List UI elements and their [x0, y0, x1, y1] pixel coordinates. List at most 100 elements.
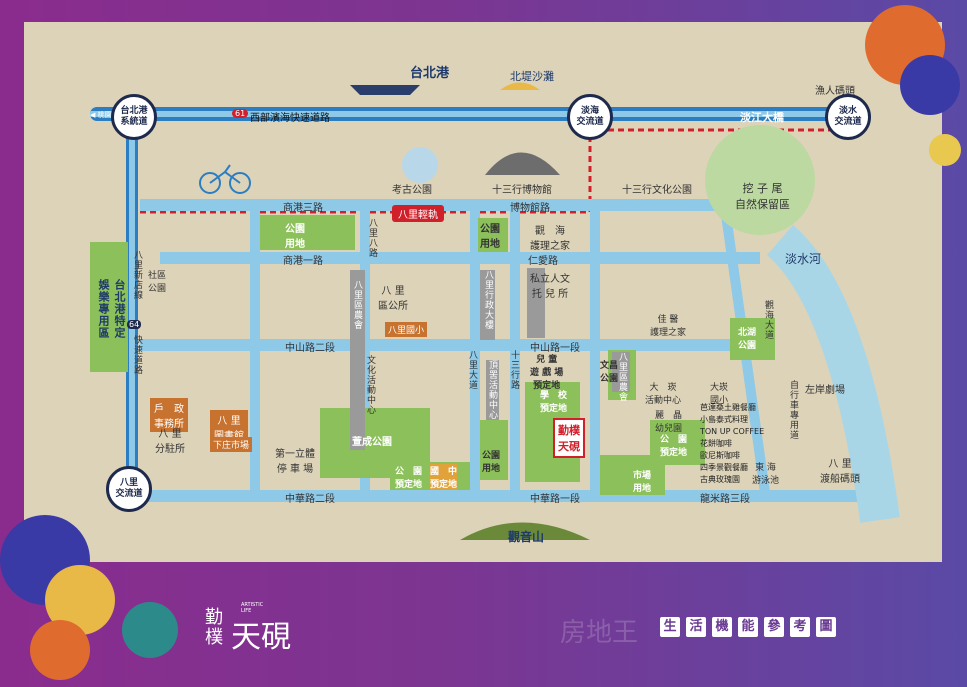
road-xingzheng-label: 八里行政大樓	[483, 270, 493, 330]
park-2	[478, 218, 508, 252]
fisherman-label: 漁人碼頭	[815, 86, 855, 97]
restaurant-item: 小島泰式料理	[700, 415, 748, 424]
restaurant-item: 花餅咖啡	[700, 439, 732, 448]
route-64-badge: 64	[127, 320, 142, 329]
tamsui-river	[766, 224, 900, 523]
park-1	[260, 215, 355, 250]
footer-char: 機	[712, 617, 732, 637]
road-shisanhang-label: 十三行路	[509, 350, 519, 390]
sandbar	[500, 82, 540, 90]
port-zone-block	[90, 242, 128, 372]
household-office-label: 戶 政 事務所	[150, 398, 188, 432]
police-label: 八 里 分駐所	[155, 429, 185, 455]
left-bank-label: 左岸劇場	[805, 385, 845, 396]
footer-char: 參	[764, 617, 784, 637]
kindergarten-label: 私立人文 托 兒 所	[530, 274, 570, 300]
road-shangang-1-label: 商港一路	[283, 256, 323, 267]
children-park-label: 兒 童 遊 戲 場 預定地	[530, 355, 564, 391]
restaurant-list: 芭達桑土雞餐廳 小島泰式料理 TON UP COFFEE 花餅咖啡 歐尼斯咖啡 …	[700, 402, 764, 486]
park-plan-label: 公 園 預定地	[395, 467, 423, 490]
farmers-2-label: 八里區農會	[617, 352, 627, 402]
road-shangang-3-label: 商港三路	[283, 203, 323, 214]
road-bali-xindian-label: 八里新店線	[132, 250, 142, 300]
cultural-center-label: 文化活動中心	[365, 355, 375, 415]
market-land-label: 市場 用地	[633, 471, 652, 494]
beiliu-label: 北堤沙灘	[510, 70, 554, 83]
bali-elementary-label: 八里國小	[385, 322, 428, 337]
guanhai-home-label: 觀 海 護理之家	[530, 226, 570, 252]
wazi-wei-label: 挖 子 尾 自然保留區	[735, 182, 790, 211]
museum-icon	[485, 152, 560, 175]
brand-sub: ARTISTIC LIFE	[241, 602, 264, 614]
footer-char: 活	[686, 617, 706, 637]
middle-school-label: 國 中 預定地	[430, 464, 458, 490]
restaurant-item: 四季景觀餐廳	[700, 463, 748, 472]
restaurant-item: TON UP COFFEE	[700, 427, 765, 436]
shancheng-park-label: 萱成公園	[352, 437, 392, 448]
park-2-label: 公園 用地	[480, 224, 500, 250]
park-land3-label: 公園 用地	[482, 451, 501, 474]
guanyin-mountain-icon	[460, 522, 590, 540]
footer-char: 考	[790, 617, 810, 637]
community-park-label: 社區 公園	[148, 271, 167, 294]
road-renai-label: 仁愛路	[528, 256, 558, 267]
road-shangang-3	[140, 199, 750, 211]
brand-main: 天硯	[231, 620, 291, 655]
pool-label: 東 海 游泳池	[752, 463, 780, 486]
restaurant-item: 芭達桑土雞餐廳	[700, 403, 756, 412]
wazi-wei-circle	[705, 125, 815, 235]
danjiang-bridge-label: 淡江大橋	[740, 111, 784, 124]
road-zhongshan	[140, 339, 740, 351]
restaurant-item: 歐尼斯咖啡	[700, 451, 740, 460]
park-plan2-label: 公 園 預定地	[660, 435, 688, 458]
danhai-interchange-node: 淡海 交流道	[567, 94, 613, 140]
kindergarten-2-label: 麗 晶 幼兒園	[655, 411, 683, 434]
wenchang-park-label: 文昌 公園	[600, 361, 619, 384]
road-shangang-1	[160, 252, 760, 264]
beihu-park-label: 北湖 公園	[738, 328, 757, 351]
guanyin-label: 觀音山	[508, 530, 545, 544]
park-dome-icon	[402, 147, 438, 183]
culture-park-label: 十三行文化公園	[622, 185, 692, 196]
brand-char-1: 勤	[205, 607, 223, 628]
highway-61-label: 西部濱海快速道路	[250, 113, 330, 124]
dakan-school-label: 大崁 國小	[710, 383, 729, 406]
road-zhonghua-2-label: 中華路二段	[285, 494, 335, 505]
footer-char: 圖	[816, 617, 836, 637]
cargo-ship	[350, 85, 420, 95]
parking-label: 第一立體 停 車 場	[275, 449, 315, 475]
taoyuan-label: ◀ 桃園	[90, 111, 112, 119]
project-location-badge: 勤樸 天硯	[553, 418, 585, 458]
port-zone-label: 台北港特定 娛樂專用區	[97, 279, 126, 339]
farmers-assoc-label: 八里區農會	[352, 280, 362, 330]
road-dadao-label: 八里大道	[467, 350, 477, 390]
footer-title: 生 活 機 能 參 考 圖	[660, 617, 836, 637]
dakan-center-label: 大 崁 活動中心	[645, 383, 682, 406]
road-bali-8-label: 八里八路	[367, 218, 377, 258]
market-label: 下庄市場	[210, 437, 253, 452]
taipei-port-system-node: 台北港 系統道	[111, 94, 157, 140]
light-rail-label: 八里輕軌	[392, 205, 444, 222]
taipei-port-label: 台北港	[410, 66, 450, 81]
dingqi-center-label: 頂罟活動中心	[486, 360, 499, 420]
road-zhonghua-1-label: 中華路一段	[530, 494, 580, 505]
jiali-home-label: 佳 醫 護理之家	[650, 315, 687, 338]
bali-ferry-label: 八 里 渡船碼頭	[820, 459, 860, 485]
highway-61-badge: 61	[232, 109, 249, 118]
bicycle-icon	[199, 172, 221, 194]
road-zhonghua	[140, 490, 860, 502]
park-1-label: 公園 用地	[285, 224, 305, 250]
road-zhongshan-2-label: 中山路二段	[285, 343, 335, 354]
footer-char: 能	[738, 617, 758, 637]
ancient-park-label: 考古公園	[392, 185, 432, 196]
school-plan-label: 學 校 預定地	[540, 391, 568, 414]
road-guanhai-label: 觀海大道	[763, 300, 773, 340]
road-longmi-label: 龍米路三段	[700, 494, 750, 505]
road-kuaisu-label: 快速道路	[132, 335, 142, 375]
bali-office-label: 八 里 區公所	[378, 286, 408, 312]
danshui-interchange-node: 淡水 交流道	[825, 94, 871, 140]
museum-label: 十三行博物館	[492, 185, 552, 196]
road-bowuguan-label: 博物館路	[510, 203, 550, 214]
